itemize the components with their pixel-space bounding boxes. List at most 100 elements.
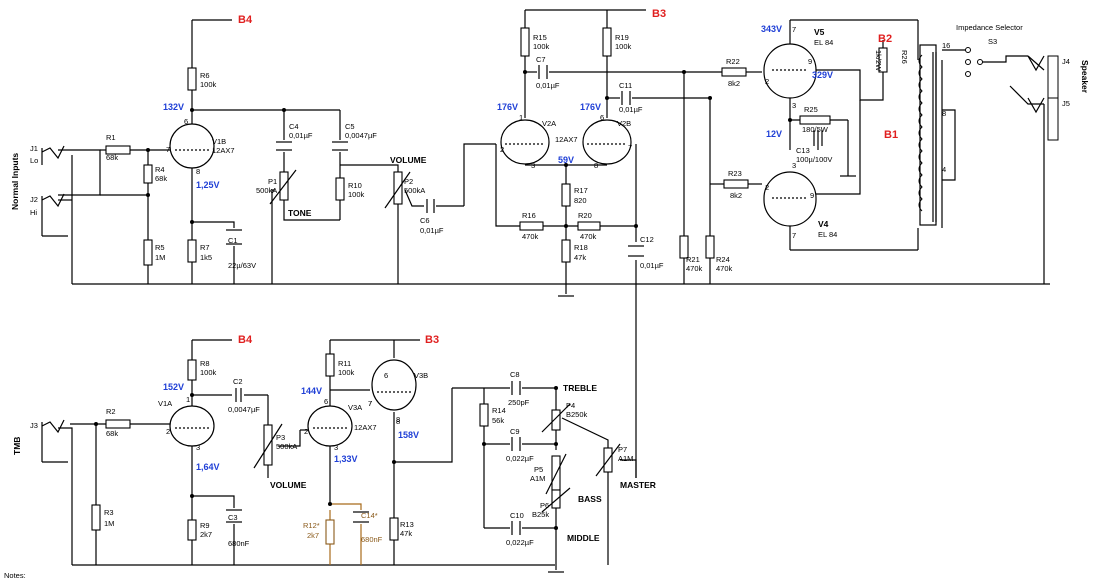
resistor-r11 [325, 353, 335, 377]
svg-text:2: 2 [765, 77, 769, 86]
svg-text:7: 7 [792, 25, 796, 34]
svg-text:2: 2 [166, 427, 170, 436]
potentiometers [253, 169, 621, 513]
svg-text:8: 8 [594, 161, 598, 170]
svg-text:100µ/100V: 100µ/100V [796, 155, 832, 164]
svg-text:R25: R25 [804, 105, 818, 114]
svg-text:7: 7 [628, 143, 632, 152]
svg-text:0,0047µF: 0,0047µF [228, 405, 260, 414]
svg-text:P5: P5 [534, 465, 543, 474]
voltage-v1a-cathode: 1,64V [196, 462, 220, 472]
svg-text:250pF: 250pF [508, 398, 530, 407]
svg-text:2k7: 2k7 [307, 531, 319, 540]
voltage-v3b-cathode: 158V [398, 430, 419, 440]
svg-text:100k: 100k [348, 190, 365, 199]
svg-text:R1: R1 [106, 133, 116, 142]
control-master-label: MASTER [620, 480, 656, 490]
rail-b4-top: B4 [238, 14, 253, 26]
resistor-r13 [389, 517, 399, 541]
section-tmb: TMB [12, 437, 22, 455]
svg-text:C3: C3 [228, 513, 238, 522]
svg-text:R2: R2 [106, 407, 116, 416]
svg-text:500kA: 500kA [276, 442, 297, 451]
svg-text:8: 8 [196, 167, 200, 176]
svg-text:P6: P6 [540, 501, 549, 510]
svg-text:R16: R16 [522, 211, 536, 220]
svg-text:1M: 1M [155, 253, 165, 262]
capacitor-c1 [226, 229, 242, 245]
voltage-v2a-plate: 176V [497, 102, 518, 112]
svg-text:6: 6 [600, 113, 604, 122]
svg-text:470k: 470k [522, 232, 539, 241]
svg-text:2: 2 [500, 145, 504, 154]
svg-text:P4: P4 [566, 401, 575, 410]
svg-text:C10: C10 [510, 511, 524, 520]
svg-text:100k: 100k [615, 42, 632, 51]
svg-text:R9: R9 [200, 521, 210, 530]
svg-text:2: 2 [304, 427, 308, 436]
svg-text:C4: C4 [289, 122, 299, 131]
svg-text:8: 8 [942, 109, 946, 118]
svg-text:6: 6 [384, 371, 388, 380]
resistor-r23 [723, 179, 749, 189]
svg-text:680nF: 680nF [361, 535, 383, 544]
svg-text:470k: 470k [580, 232, 597, 241]
control-volume-bottom-label: VOLUME [270, 480, 307, 490]
tube-v1b [169, 123, 215, 169]
capacitors [226, 65, 823, 535]
svg-text:6: 6 [324, 397, 328, 406]
svg-text:68k: 68k [155, 174, 167, 183]
tube-v2b [582, 119, 632, 165]
capacitor-c8 [511, 381, 521, 395]
svg-text:0,01µF: 0,01µF [420, 226, 444, 235]
svg-text:1: 1 [186, 395, 190, 404]
resistor-r17 [561, 183, 571, 207]
control-middle-label: MIDDLE [567, 533, 600, 543]
section-speaker: Speaker [1080, 60, 1090, 94]
voltage-v1b-plate: 132V [163, 102, 184, 112]
svg-text:100k: 100k [200, 368, 217, 377]
svg-text:0,01µF: 0,01µF [536, 81, 560, 90]
resistor-r24 [705, 235, 715, 259]
svg-text:R5: R5 [155, 243, 165, 252]
capacitor-c6 [426, 199, 435, 213]
svg-text:R21: R21 [686, 255, 700, 264]
svg-text:0,01µF: 0,01µF [289, 131, 313, 140]
tube-v1b-type: 12AX7 [212, 146, 235, 155]
svg-text:C13: C13 [796, 146, 810, 155]
resistor-r8 [187, 359, 197, 381]
capacitor-c4 [276, 141, 292, 151]
svg-text:47k: 47k [400, 529, 412, 538]
resistor-r7 [187, 239, 197, 263]
resistor-r15 [520, 27, 530, 57]
pot-p3 [253, 423, 283, 469]
switch-s3-label: S3 [988, 37, 997, 46]
svg-text:500kA: 500kA [404, 186, 425, 195]
svg-text:P3: P3 [276, 433, 285, 442]
tube-v3b-name: V3B [414, 371, 428, 380]
resistor-r19 [602, 27, 612, 57]
svg-text:C2: C2 [233, 377, 243, 386]
svg-text:C7: C7 [536, 55, 546, 64]
resistor-r1 [105, 145, 131, 155]
resistor-r5 [143, 239, 153, 266]
svg-text:500kA: 500kA [256, 186, 277, 195]
svg-text:0,022µF: 0,022µF [506, 538, 534, 547]
svg-text:0,01µF: 0,01µF [619, 105, 643, 114]
capacitor-c12 [628, 245, 644, 257]
tube-v2a-name: V2A [542, 119, 556, 128]
resistor-r2 [105, 419, 131, 429]
capacitor-c2 [235, 388, 242, 402]
tube-v3a-type: 12AX7 [354, 423, 377, 432]
pot-p1 [269, 169, 297, 205]
svg-text:22µ/63V: 22µ/63V [228, 261, 256, 270]
svg-text:100k: 100k [200, 80, 217, 89]
jack-j2-sub: Hi [30, 208, 37, 217]
svg-text:R19: R19 [615, 33, 629, 42]
tube-v2a [500, 119, 550, 165]
control-treble-label: TREBLE [563, 383, 597, 393]
tube-v2a-type: 12AX7 [555, 135, 578, 144]
